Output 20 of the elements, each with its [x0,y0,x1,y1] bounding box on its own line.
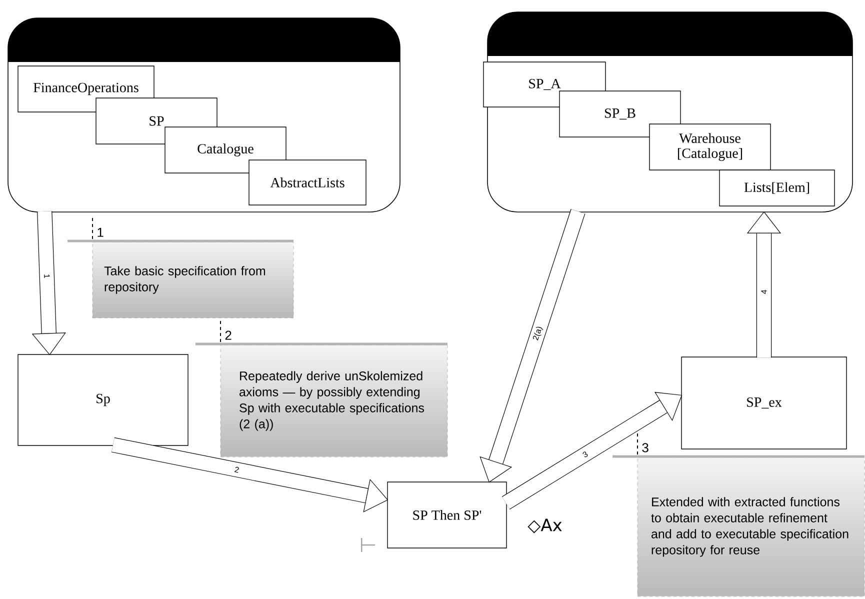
spec-box: Catalogue [164,126,286,174]
symbol-label: ◇Ax [528,518,562,534]
symbol-label: ⊢ [361,538,375,552]
repository-panel [487,12,853,212]
spec-box: AbstractLists [248,160,366,206]
repository-panel [8,18,400,212]
spec-box: Lists[Elem] [719,170,835,206]
spec-box: Warehouse [Catalogue] [649,124,771,170]
edge-label: 3 [581,450,590,459]
edge-label: 1 [44,273,50,279]
edge-label: 4 [760,289,768,295]
edge-label: 2 [234,466,240,474]
callout-number: 3 [642,443,648,452]
spec-box: Sp [18,354,188,446]
block-arrow [502,392,682,510]
callout-number: 2 [225,330,232,340]
spec-box: SP_ex [681,356,847,450]
spec-box: SP Then SP' [387,482,507,548]
callout-number: 1 [98,228,104,237]
edge-label: 2(a) [532,324,544,342]
